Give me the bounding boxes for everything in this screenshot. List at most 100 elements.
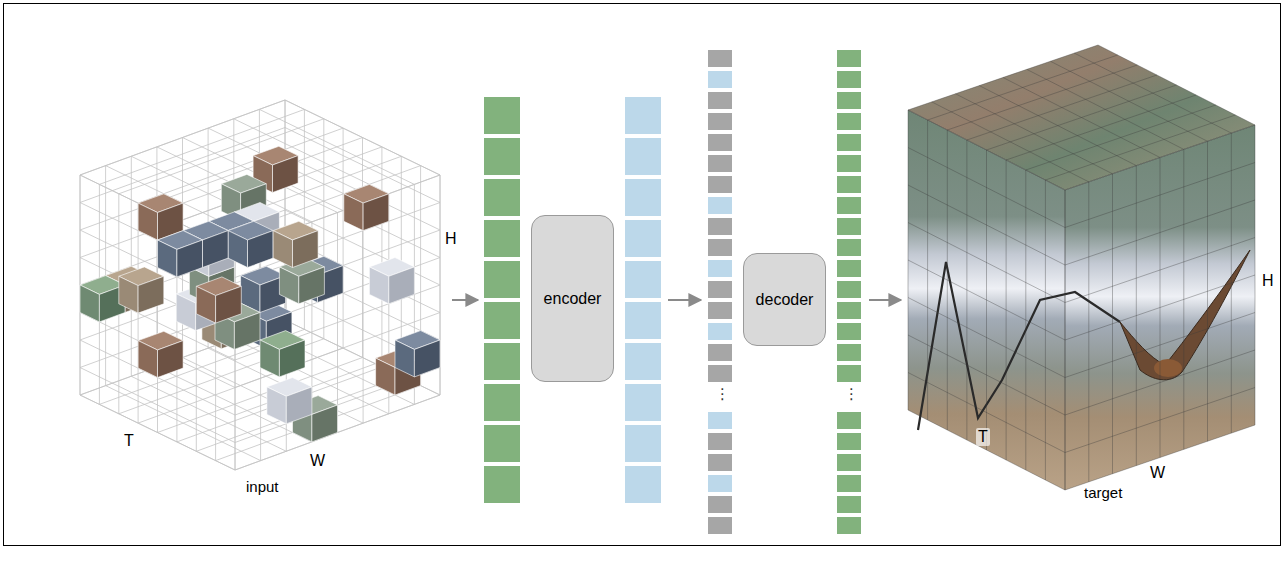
token-block bbox=[625, 384, 661, 421]
video-cube bbox=[80, 276, 125, 322]
grid-line bbox=[908, 185, 1065, 265]
video-cube bbox=[158, 231, 203, 277]
grid-line bbox=[1098, 45, 1255, 125]
axis-label: H bbox=[1262, 272, 1274, 290]
grid-line bbox=[285, 100, 440, 175]
cube-side bbox=[299, 267, 325, 304]
grid-line bbox=[363, 203, 364, 423]
cube-side bbox=[228, 231, 247, 268]
grid-line bbox=[908, 223, 1065, 303]
token-block bbox=[708, 92, 732, 109]
token-block bbox=[708, 155, 732, 172]
token-block bbox=[837, 344, 861, 361]
caption-label: target bbox=[1084, 484, 1122, 501]
video-cube bbox=[273, 221, 318, 267]
video-cube bbox=[369, 258, 414, 304]
ellipsis: ⋮ bbox=[715, 386, 730, 403]
cube-side bbox=[273, 231, 292, 268]
token-block bbox=[484, 425, 520, 462]
token-block bbox=[484, 384, 520, 421]
token-block bbox=[837, 218, 861, 235]
grid-line bbox=[1027, 69, 1184, 149]
cube-side bbox=[234, 313, 260, 350]
cube-side bbox=[312, 405, 338, 442]
node-label: encoder bbox=[544, 290, 602, 308]
token-block bbox=[625, 179, 661, 216]
token-block bbox=[708, 113, 732, 130]
grid-line bbox=[947, 130, 948, 430]
cube-side bbox=[138, 276, 164, 313]
token-block bbox=[625, 261, 661, 298]
cube-side bbox=[203, 231, 229, 268]
cube-side bbox=[293, 231, 319, 268]
token-block bbox=[837, 454, 861, 471]
video-cube bbox=[260, 331, 305, 377]
token-block bbox=[708, 50, 732, 67]
axis-label: W bbox=[310, 452, 325, 470]
cube-side bbox=[196, 286, 215, 323]
axis-label: T bbox=[124, 432, 134, 450]
cube-side bbox=[176, 294, 195, 331]
ellipsis: ⋮ bbox=[844, 386, 859, 403]
token-block bbox=[708, 344, 732, 361]
token-block bbox=[837, 475, 861, 492]
grid-line bbox=[1065, 200, 1255, 265]
token-block bbox=[484, 466, 520, 503]
token-block bbox=[708, 281, 732, 298]
cube-side bbox=[177, 240, 203, 277]
flow-arrow bbox=[452, 299, 478, 301]
token-block bbox=[837, 412, 861, 429]
grid-line bbox=[1003, 78, 1160, 158]
grid-line bbox=[908, 110, 1065, 190]
token-block bbox=[837, 239, 861, 256]
grid-line bbox=[966, 140, 967, 440]
token-block bbox=[484, 97, 520, 134]
token-block bbox=[708, 517, 732, 534]
token-block bbox=[484, 138, 520, 175]
token-block bbox=[625, 302, 661, 339]
grid-line bbox=[138, 128, 343, 203]
grid-line bbox=[235, 395, 440, 470]
cube-side bbox=[395, 340, 414, 377]
token-block bbox=[837, 197, 861, 214]
token-block bbox=[708, 302, 732, 319]
cube-side bbox=[363, 194, 389, 231]
cube-side bbox=[119, 276, 138, 313]
token-block bbox=[484, 179, 520, 216]
grid-line bbox=[285, 155, 440, 230]
cube-side bbox=[80, 285, 99, 322]
grid-line bbox=[285, 320, 440, 395]
grid-line bbox=[1231, 133, 1232, 433]
grid-line bbox=[1065, 125, 1255, 190]
cube-side bbox=[260, 340, 279, 377]
token-block bbox=[837, 365, 861, 382]
grid-line bbox=[947, 65, 1137, 130]
token-block bbox=[484, 343, 520, 380]
cube-side bbox=[138, 341, 157, 378]
grid-line bbox=[1074, 53, 1231, 133]
cube-side bbox=[286, 387, 312, 424]
token-block bbox=[837, 517, 861, 534]
grid-line bbox=[259, 329, 414, 404]
token-block bbox=[708, 176, 732, 193]
video-cube bbox=[138, 331, 183, 377]
grid-line bbox=[285, 128, 440, 203]
cube-side bbox=[414, 340, 440, 377]
grid-line bbox=[1065, 163, 1255, 228]
caption-label: input bbox=[246, 478, 279, 495]
cube-side bbox=[138, 203, 157, 240]
token-block bbox=[837, 323, 861, 340]
bird-trail bbox=[918, 262, 1120, 430]
token-block bbox=[708, 197, 732, 214]
grid-line bbox=[928, 55, 1118, 120]
axis-label: W bbox=[1148, 464, 1167, 482]
grid-line bbox=[216, 386, 421, 461]
token-block bbox=[837, 50, 861, 67]
cube-side bbox=[344, 194, 363, 231]
token-block bbox=[708, 239, 732, 256]
video-cube bbox=[119, 267, 164, 313]
cube-side bbox=[158, 240, 177, 277]
token-block bbox=[837, 176, 861, 193]
token-block bbox=[708, 134, 732, 151]
